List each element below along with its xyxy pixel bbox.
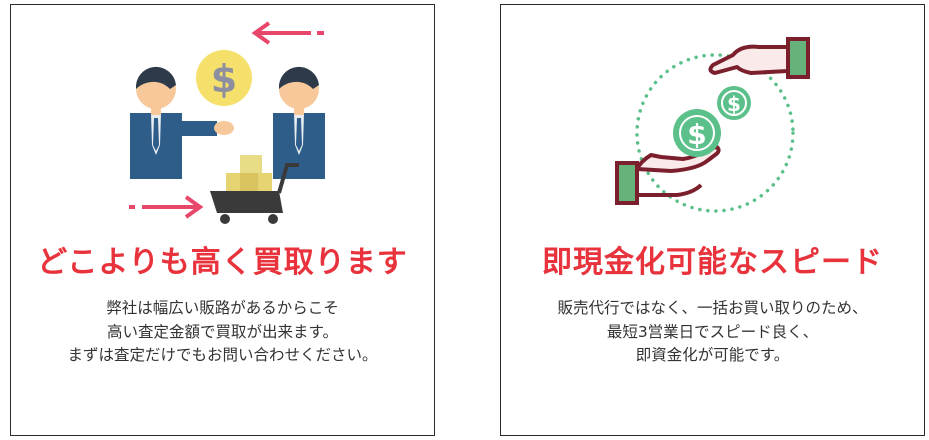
shopping-cart-icon xyxy=(210,155,299,224)
businessman-left-icon xyxy=(130,66,234,179)
description-line: 高い査定金額で買取が出来ます。 xyxy=(107,322,338,341)
hand-giving-icon xyxy=(708,37,810,79)
description-line: 販売代行ではなく、一括お買い取りのため、 xyxy=(557,299,868,317)
feature-card-high-price: $ xyxy=(10,4,435,436)
description-line: 即資金化が可能です。 xyxy=(635,346,790,364)
svg-text:$: $ xyxy=(687,118,706,151)
description-line: まずは査定だけでもお問い合わせください。 xyxy=(67,346,378,364)
svg-text:$: $ xyxy=(727,92,741,116)
dollar-coin-small-icon: $ xyxy=(717,86,751,120)
hands-money-exchange-icon: $ $ xyxy=(615,37,810,213)
businessman-right-icon xyxy=(273,66,325,179)
card-title: どこよりも高く買取ります xyxy=(37,245,408,280)
dotted-cycle-icon xyxy=(635,53,795,213)
feature-card-fast-cash: $ $ 即現金化可能なスピード 販売代行ではなく、一括お買い取りのため、 最短3… xyxy=(500,4,925,436)
svg-text:$: $ xyxy=(211,57,237,101)
card-description: 販売代行ではなく、一括お買い取りのため、 最短3営業日でスピード良く、 即資金化… xyxy=(501,297,924,368)
arrow-right-icon xyxy=(129,195,204,219)
dollar-coin-icon: $ xyxy=(196,50,252,106)
business-trade-icon: $ xyxy=(129,21,325,224)
card-title: 即現金化可能なスピード xyxy=(542,245,883,280)
dollar-coin-large-icon: $ xyxy=(673,109,721,157)
card-description: 弊社は幅広い販路があるからこそ 高い査定金額で買取が出来ます。 まずは査定だけで… xyxy=(11,297,434,368)
arrow-left-icon xyxy=(251,21,324,45)
description-line: 弊社は幅広い販路があるからこそ xyxy=(106,299,339,317)
description-line: 最短3営業日でスピード良く、 xyxy=(606,322,819,341)
